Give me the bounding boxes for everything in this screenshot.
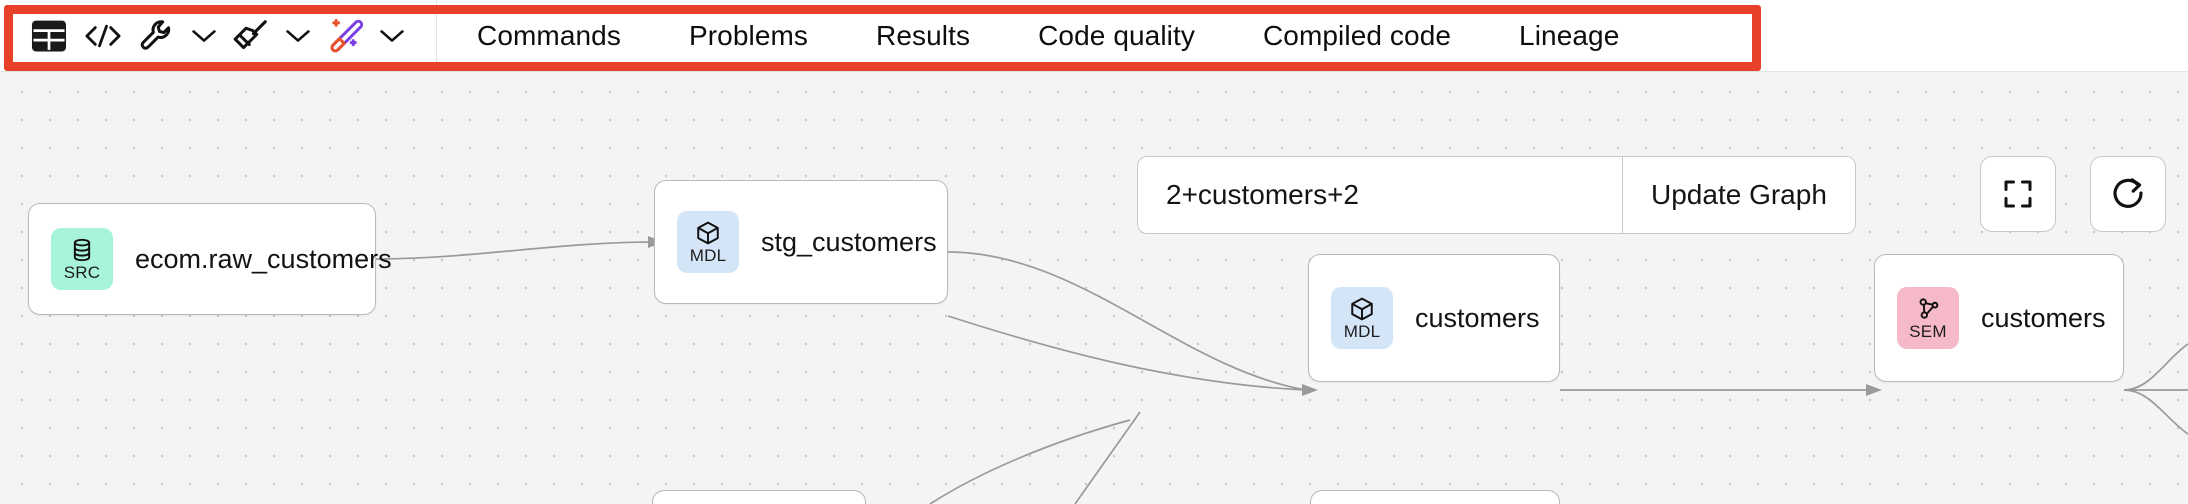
chevron-down-icon-tools[interactable] [184, 14, 224, 58]
update-graph-button[interactable]: Update Graph [1623, 157, 1855, 233]
refresh-button[interactable] [2090, 156, 2166, 232]
node-name-label: stg_customers [761, 226, 937, 257]
tab-code-quality[interactable]: Code quality [1038, 19, 1195, 51]
node-type-label: SEM [1909, 322, 1947, 341]
lineage-node-mdl-customers[interactable]: MDL customers [1308, 254, 1560, 382]
table-icon[interactable] [22, 14, 76, 58]
node-name-label: customers [1415, 302, 1540, 333]
wrench-icon[interactable] [130, 14, 184, 58]
cube-icon [695, 220, 721, 246]
node-name-label: ecom.raw_customers [135, 243, 392, 274]
toolbar-divider [436, 0, 437, 71]
lineage-node-sem-customers[interactable]: SEM customers [1874, 254, 2124, 382]
toolbar-icon-group [0, 0, 430, 71]
code-icon[interactable] [76, 14, 130, 58]
lineage-search-input[interactable] [1138, 157, 1622, 233]
fullscreen-button[interactable] [1980, 156, 2056, 232]
panel-tabs: Commands Problems Results Code quality C… [443, 0, 1653, 71]
node-type-badge-mdl: MDL [677, 211, 739, 273]
editor-toolbar: Commands Problems Results Code quality C… [0, 0, 2188, 72]
control-separator [1622, 157, 1623, 233]
node-type-label: SRC [63, 263, 101, 282]
chevron-down-icon-format[interactable] [278, 14, 318, 58]
tab-lineage[interactable]: Lineage [1519, 19, 1620, 51]
node-type-label: MDL [1343, 322, 1381, 341]
node-type-badge-sem: SEM [1897, 287, 1959, 349]
broom-icon[interactable] [224, 14, 278, 58]
cube-icon [1349, 296, 1375, 322]
lineage-canvas[interactable]: Update Graph [0, 72, 2188, 504]
database-icon [69, 237, 95, 263]
tab-compiled-code[interactable]: Compiled code [1262, 19, 1452, 51]
lineage-node-src-raw-customers[interactable]: SRC ecom.raw_customers [28, 203, 392, 315]
network-icon [1915, 296, 1941, 322]
node-type-badge-src: SRC [51, 228, 113, 290]
lineage-node-partial-lower-left[interactable] [652, 490, 866, 504]
magic-wand-icon[interactable] [318, 14, 372, 58]
lineage-search-controls: Update Graph [1137, 156, 1856, 234]
node-type-label: MDL [689, 246, 727, 265]
tab-problems[interactable]: Problems [688, 19, 809, 51]
lineage-node-partial-lower-right[interactable] [1310, 490, 1560, 504]
chevron-down-icon-ai[interactable] [372, 14, 412, 58]
lineage-node-mdl-stg-customers[interactable]: MDL stg_customers [654, 180, 948, 304]
tab-results[interactable]: Results [876, 19, 971, 51]
node-type-badge-mdl: MDL [1331, 287, 1393, 349]
node-name-label: customers [1981, 302, 2106, 333]
tab-commands[interactable]: Commands [477, 19, 621, 51]
lineage-edges [375, 236, 2188, 504]
